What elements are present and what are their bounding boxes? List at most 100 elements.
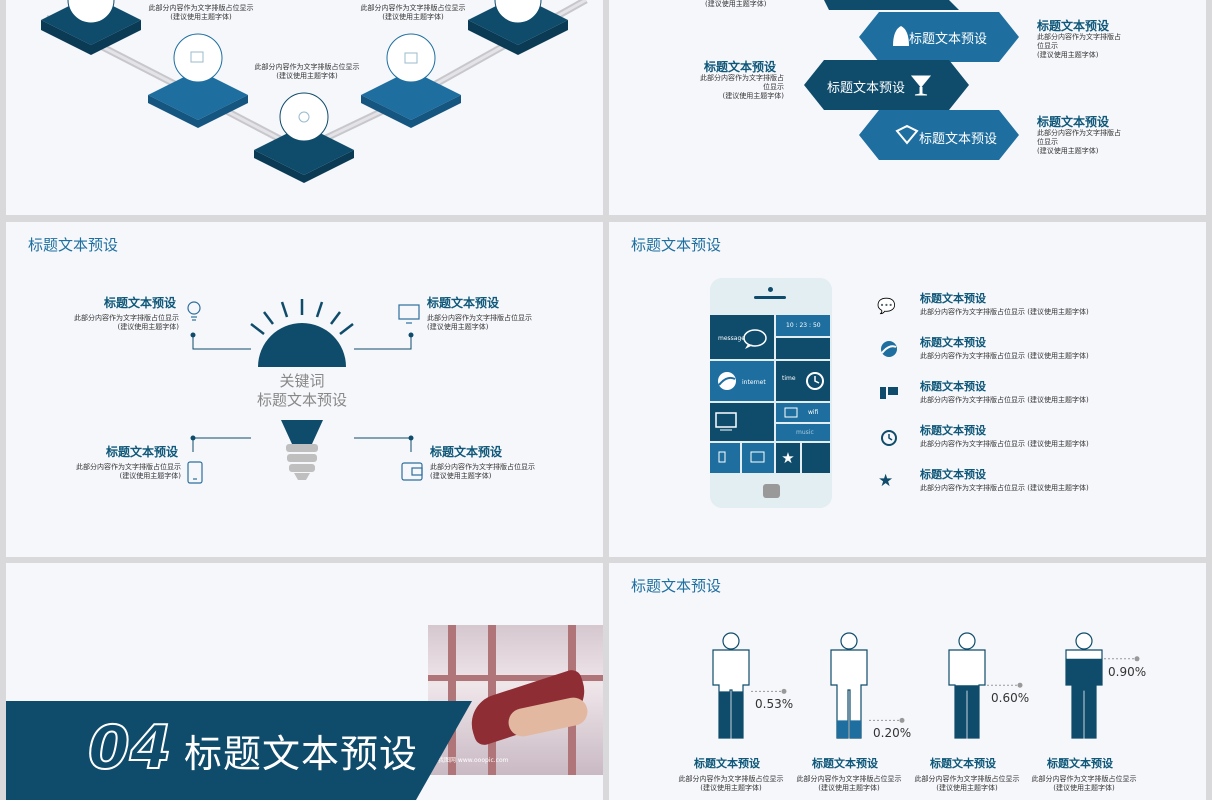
person-fill (955, 685, 979, 738)
item-title-4: 标题文本预设 (430, 445, 503, 459)
list-title-5: 标题文本预设 (920, 468, 986, 481)
slide-title: 标题文本预设 (28, 236, 119, 254)
person-desc: 此部分内容作为文字排版占位显示(建议使用主题字体) (678, 775, 784, 792)
item-title-2: 标题文本预设 (427, 296, 500, 310)
bulb-top (258, 323, 346, 367)
tile-music[interactable]: music (776, 424, 830, 441)
person-title: 标题文本预设 (1047, 757, 1113, 770)
tile-small-2[interactable] (742, 443, 774, 473)
person-outline (830, 632, 868, 739)
item-desc-1: 此部分内容作为文字排版占位显示(建议使用主题字体) (74, 314, 179, 331)
lightbulb-diagram (187, 299, 423, 484)
slide-title: 标题文本预设 (631, 577, 722, 595)
item-title-3: 标题文本预设 (106, 445, 179, 459)
list-desc-2: 此部分内容作为文字排版占位显示 (建议使用主题字体) (920, 352, 1089, 360)
list-desc-3: 此部分内容作为文字排版占位显示 (建议使用主题字体) (920, 396, 1089, 404)
codepen-icon (895, 124, 919, 145)
tile-time[interactable]: time (776, 361, 830, 401)
right-desc-2: 此部分内容作为文字排版占位显示(建议使用主题字体) (1037, 129, 1121, 155)
wallet-icon (401, 462, 423, 481)
tile-pc[interactable] (710, 403, 774, 441)
tile-star[interactable]: ★ (776, 443, 800, 473)
list-title-1: 标题文本预设 (920, 292, 986, 305)
diamond-step-4 (361, 33, 461, 128)
percent-label: 0.60% (991, 691, 1030, 706)
person-desc: 此部分内容作为文字排版占位显示(建议使用主题字体) (796, 775, 902, 792)
tile-message[interactable]: message (710, 315, 774, 359)
tile-internet[interactable]: internet (710, 361, 774, 401)
person-title: 标题文本预设 (694, 757, 760, 770)
globe-icon (879, 339, 899, 359)
bulb-icon (187, 301, 201, 321)
arrow-shapes (804, 0, 1019, 160)
person-figure (1065, 632, 1140, 739)
arrow-shape-2 (804, 60, 969, 110)
person-desc: 此部分内容作为文字排版占位显示(建议使用主题字体) (914, 775, 1020, 792)
diamond-step-5 (468, 0, 568, 55)
device-icon (879, 384, 899, 404)
item-desc-3: 此部分内容作为文字排版占位显示(建议使用主题字体) (76, 463, 181, 480)
slide-title: 标题文本预设 (631, 236, 722, 254)
tile-small-3[interactable] (802, 443, 830, 473)
slide-6[interactable]: 标题文本预设 0.53% 标题文本预设此部分内容作为文字排版占位显示(建议使用主题… (609, 563, 1206, 800)
person-figure (830, 632, 905, 739)
percent-label: 0.90% (1108, 664, 1147, 679)
chat-icon: 💬 (877, 297, 896, 315)
chapter-title: 标题文本预设 (184, 732, 419, 776)
list-desc-1: 此部分内容作为文字排版占位显示 (建议使用主题字体) (920, 308, 1089, 316)
slide-3[interactable]: 标题文本预设 (6, 222, 603, 557)
tile-wifi[interactable]: wifi (776, 403, 830, 422)
glass-icon (910, 75, 932, 96)
tile-clock[interactable]: 10 : 23 : 50 (776, 315, 830, 336)
list-title-2: 标题文本预设 (920, 336, 986, 349)
shape-label-1: 标题文本预设 (909, 32, 988, 47)
tile-small-1[interactable] (710, 443, 740, 473)
percent-label: 0.20% (873, 726, 912, 741)
right-title-2: 标题文本预设 (1037, 115, 1110, 129)
arrow-shape-1 (859, 12, 1019, 62)
phone-speaker (754, 296, 786, 299)
zigzag-diagram (41, 0, 588, 183)
clock-icon (879, 428, 899, 448)
person-title: 标题文本预设 (930, 757, 996, 770)
slide-4[interactable]: 标题文本预设 message 10 : 23 : 50 internet tim… (609, 222, 1206, 557)
item-desc-2: 此部分内容作为文字排版占位显示(建议使用主题字体) (427, 314, 532, 331)
diamond-step-1 (41, 0, 141, 55)
person-fill (1066, 658, 1102, 738)
slide-2[interactable]: (建议使用主题字体) 标题文本预设 标题文本预设 标题文本预设 标题文本预设 此… (609, 0, 1206, 215)
title-band (6, 701, 472, 800)
left-desc: 此部分内容作为文字排版占位显示(建议使用主题字体) (700, 74, 784, 100)
phone-screen: message 10 : 23 : 50 internet time wifi … (710, 315, 832, 475)
chapter-number: 04 (87, 712, 172, 784)
slide-5[interactable]: 我图网 www.ooopic.com 04 标题文本预设 (6, 563, 603, 800)
percent-label: 0.53% (755, 697, 794, 712)
list-title-3: 标题文本预设 (920, 380, 986, 393)
top-desc: (建议使用主题字体) (705, 0, 767, 8)
slide-1[interactable]: 此部分内容作为文字排版占位显示(建议使用主题字体) 此部分内容作为文字排版占位显… (6, 0, 603, 215)
person-figure (712, 632, 787, 739)
shape-label-2: 标题文本预设 (827, 81, 906, 96)
tile-blank-1[interactable] (776, 338, 830, 359)
person-fill (837, 720, 861, 738)
bell-icon (893, 26, 909, 46)
step-desc-1: 此部分内容作为文字排版占位显示(建议使用主题字体) (148, 4, 254, 21)
bulb-neck (281, 420, 323, 444)
phone-icon (187, 461, 203, 484)
item-title-1: 标题文本预设 (104, 296, 177, 310)
phone-mockup: message 10 : 23 : 50 internet time wifi … (710, 278, 832, 508)
diamond-step-3 (254, 92, 354, 183)
item-desc-4: 此部分内容作为文字排版占位显示(建议使用主题字体) (430, 463, 535, 480)
person-title: 标题文本预设 (812, 757, 878, 770)
watermark: 我图网 www.ooopic.com (438, 757, 509, 764)
list-title-4: 标题文本预设 (920, 424, 986, 437)
step-desc-3: 此部分内容作为文字排版占位显示(建议使用主题字体) (254, 63, 360, 80)
person-fill (719, 691, 743, 738)
arrow-shape-3 (859, 110, 1019, 160)
keyword-text: 关键词标题文本预设 (256, 372, 347, 409)
step-desc-2: 此部分内容作为文字排版占位显示(建议使用主题字体) (360, 4, 466, 21)
phone-camera (768, 287, 773, 292)
phone-home-button[interactable] (763, 484, 780, 498)
person-figure (948, 632, 1023, 739)
star-icon: ★ (878, 471, 894, 491)
handshake-photo: 我图网 www.ooopic.com (428, 625, 603, 775)
